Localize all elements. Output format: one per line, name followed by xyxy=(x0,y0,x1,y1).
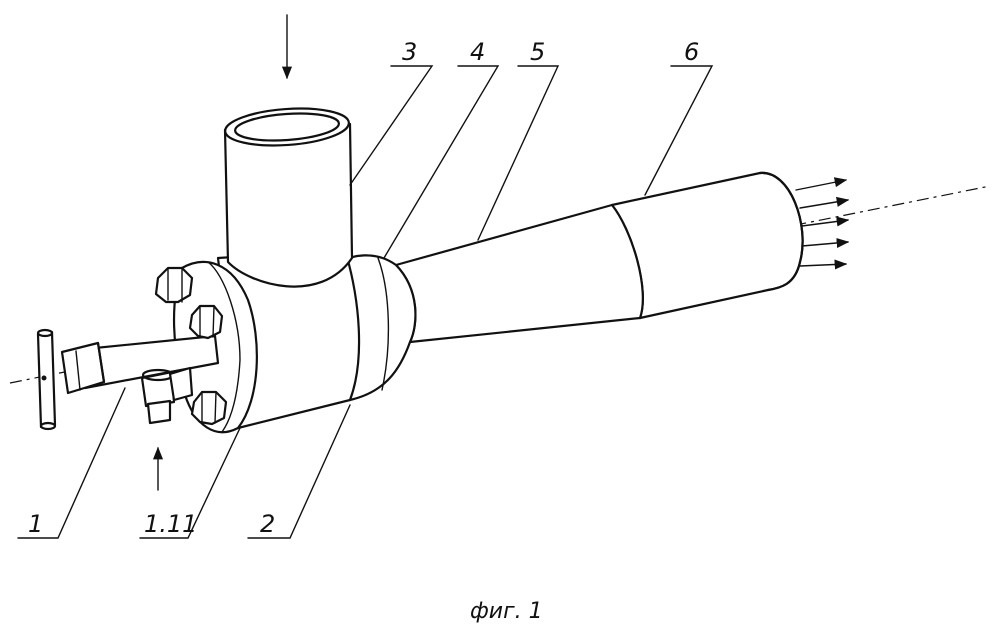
bolt-bottom xyxy=(190,390,228,426)
label-part-1: 1 xyxy=(28,510,43,538)
leader-lines xyxy=(17,65,714,539)
suction-pipe xyxy=(223,107,354,288)
valve-handle xyxy=(36,328,57,431)
nozzle-tube xyxy=(60,334,220,395)
label-part-4: 4 xyxy=(470,38,485,66)
bolt-middle xyxy=(188,304,224,340)
label-part-5: 5 xyxy=(530,38,545,66)
cone-section xyxy=(394,203,644,344)
bolt-top xyxy=(154,266,194,304)
label-part-3: 3 xyxy=(402,38,417,66)
figure-caption: фиг. 1 xyxy=(470,599,543,624)
label-part-6: 6 xyxy=(684,38,699,66)
label-part-2: 2 xyxy=(260,510,275,538)
side-fitting xyxy=(140,366,194,425)
outlet-arrows xyxy=(795,177,850,270)
axis-centerline xyxy=(9,185,991,384)
label-part-1-11: 1.11 xyxy=(144,510,197,538)
flange-bolts xyxy=(154,266,228,426)
